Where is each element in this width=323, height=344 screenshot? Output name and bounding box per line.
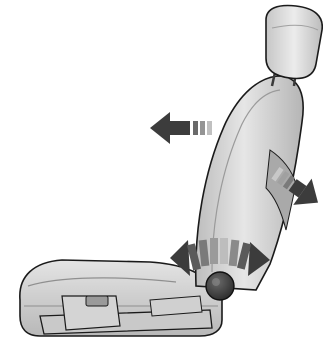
recline-knob-icon [206,272,234,300]
headrest [266,6,322,79]
backrest-forward-arrow-icon [150,112,212,144]
